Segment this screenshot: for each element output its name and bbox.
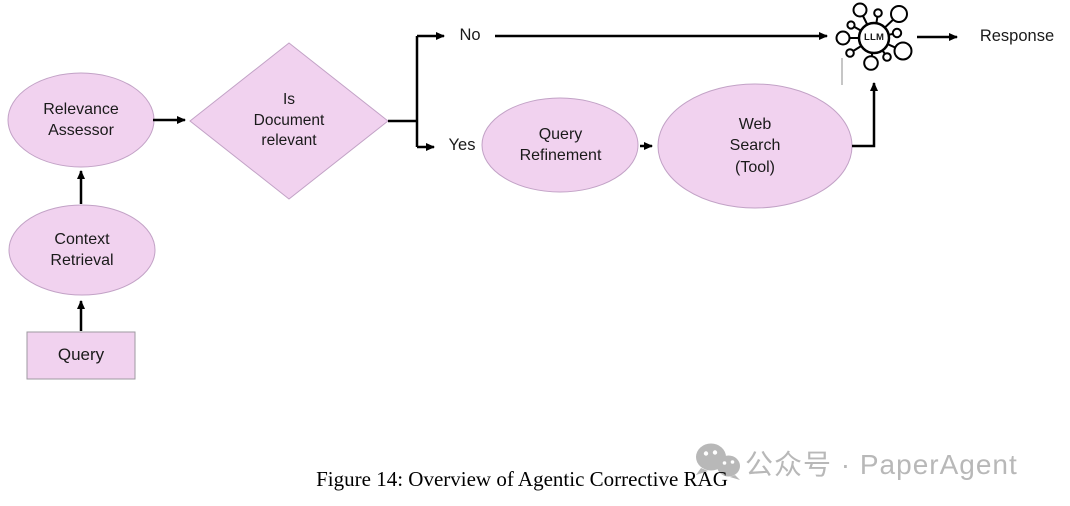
edge-websearch-to-llm — [852, 82, 878, 148]
web-search-node-label: Web Search (Tool) — [729, 116, 781, 176]
llm-node-label: LLM — [863, 31, 885, 43]
edge-label-no: No — [459, 26, 481, 45]
figure-caption: Figure 14: Overview of Agentic Correctiv… — [316, 467, 728, 491]
query-refinement-node-shape — [481, 97, 639, 193]
relevance-assessor-node-label: Relevance Assessor — [43, 100, 119, 139]
query-node-shape — [26, 331, 136, 380]
edge-label-yes: Yes — [448, 136, 476, 155]
query-refinement-node-label: Query Refinement — [519, 125, 602, 164]
context-retrieval-node-label: Context Retrieval — [50, 230, 114, 269]
decision-diamond-label: Is Document relevant — [253, 91, 325, 150]
query-node-label: Query — [57, 345, 105, 365]
watermark-text: 公众号 · PaperAgent — [745, 449, 1018, 480]
context-retrieval-node-shape — [8, 204, 156, 296]
wechat-icon — [696, 443, 740, 480]
llm-network-icon — [835, 2, 913, 71]
response-label: Response — [979, 27, 1055, 46]
